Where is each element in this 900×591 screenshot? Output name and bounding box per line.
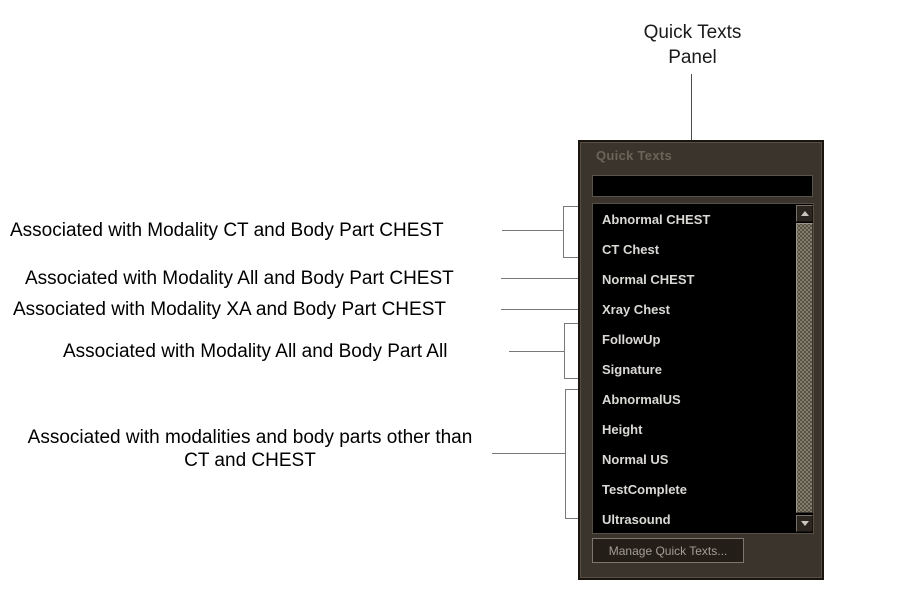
quick-text-item[interactable]: Normal US bbox=[602, 452, 669, 467]
scrollbar-thumb[interactable] bbox=[796, 223, 813, 513]
quick-text-item[interactable]: Abnormal CHEST bbox=[602, 212, 711, 227]
quick-text-item[interactable]: Ultrasound bbox=[602, 512, 671, 527]
connector-line bbox=[501, 278, 584, 279]
annotation-other-modalities-line2: CT and CHEST bbox=[184, 450, 316, 471]
panel-title: Quick Texts bbox=[596, 148, 673, 163]
annotation-modality-xa-chest: Associated with Modality XA and Body Par… bbox=[13, 299, 446, 320]
quick-text-item[interactable]: Normal CHEST bbox=[602, 272, 695, 287]
bracket-line bbox=[564, 378, 590, 379]
quick-text-item[interactable]: Height bbox=[602, 422, 643, 437]
connector-line bbox=[509, 351, 565, 352]
quick-text-item[interactable]: TestComplete bbox=[602, 482, 687, 497]
quick-text-item[interactable]: CT Chest bbox=[602, 242, 660, 257]
annotation-other-modalities: Associated with modalities and body part… bbox=[0, 426, 500, 472]
up-arrow-icon bbox=[800, 211, 809, 216]
scrollbar-down-button[interactable] bbox=[796, 515, 813, 532]
callout-line1: Quick Texts bbox=[643, 22, 742, 43]
manage-quick-texts-button[interactable]: Manage Quick Texts... bbox=[592, 538, 744, 563]
bracket-line bbox=[565, 389, 566, 519]
annotation-modality-all-all: Associated with Modality All and Body Pa… bbox=[63, 341, 448, 362]
annotation-other-modalities-line1: Associated with modalities and body part… bbox=[27, 427, 473, 448]
callout-connector-line bbox=[691, 74, 692, 140]
annotation-modality-all-chest: Associated with Modality All and Body Pa… bbox=[25, 268, 454, 289]
quick-text-filter-input[interactable] bbox=[592, 175, 813, 197]
bracket-line bbox=[565, 518, 590, 519]
connector-line bbox=[492, 453, 566, 454]
annotation-modality-ct-chest: Associated with Modality CT and Body Par… bbox=[10, 220, 444, 241]
scrollbar-up-button[interactable] bbox=[796, 205, 813, 222]
bracket-line bbox=[564, 323, 565, 379]
bracket-line bbox=[563, 257, 591, 258]
callout-label: Quick Texts Panel bbox=[600, 20, 785, 70]
bracket-line bbox=[564, 323, 590, 324]
bracket-line bbox=[563, 206, 564, 258]
bracket-line bbox=[565, 389, 590, 390]
quick-text-item[interactable]: Xray Chest bbox=[602, 302, 670, 317]
callout-line2: Panel bbox=[668, 47, 717, 68]
down-arrow-icon bbox=[800, 521, 809, 526]
connector-line bbox=[502, 230, 563, 231]
bracket-line bbox=[563, 206, 591, 207]
scrollbar[interactable] bbox=[796, 204, 813, 533]
quick-text-item[interactable]: Signature bbox=[602, 362, 662, 377]
quick-text-item[interactable]: AbnormalUS bbox=[602, 392, 681, 407]
connector-line bbox=[501, 309, 584, 310]
quick-text-item[interactable]: FollowUp bbox=[602, 332, 661, 347]
